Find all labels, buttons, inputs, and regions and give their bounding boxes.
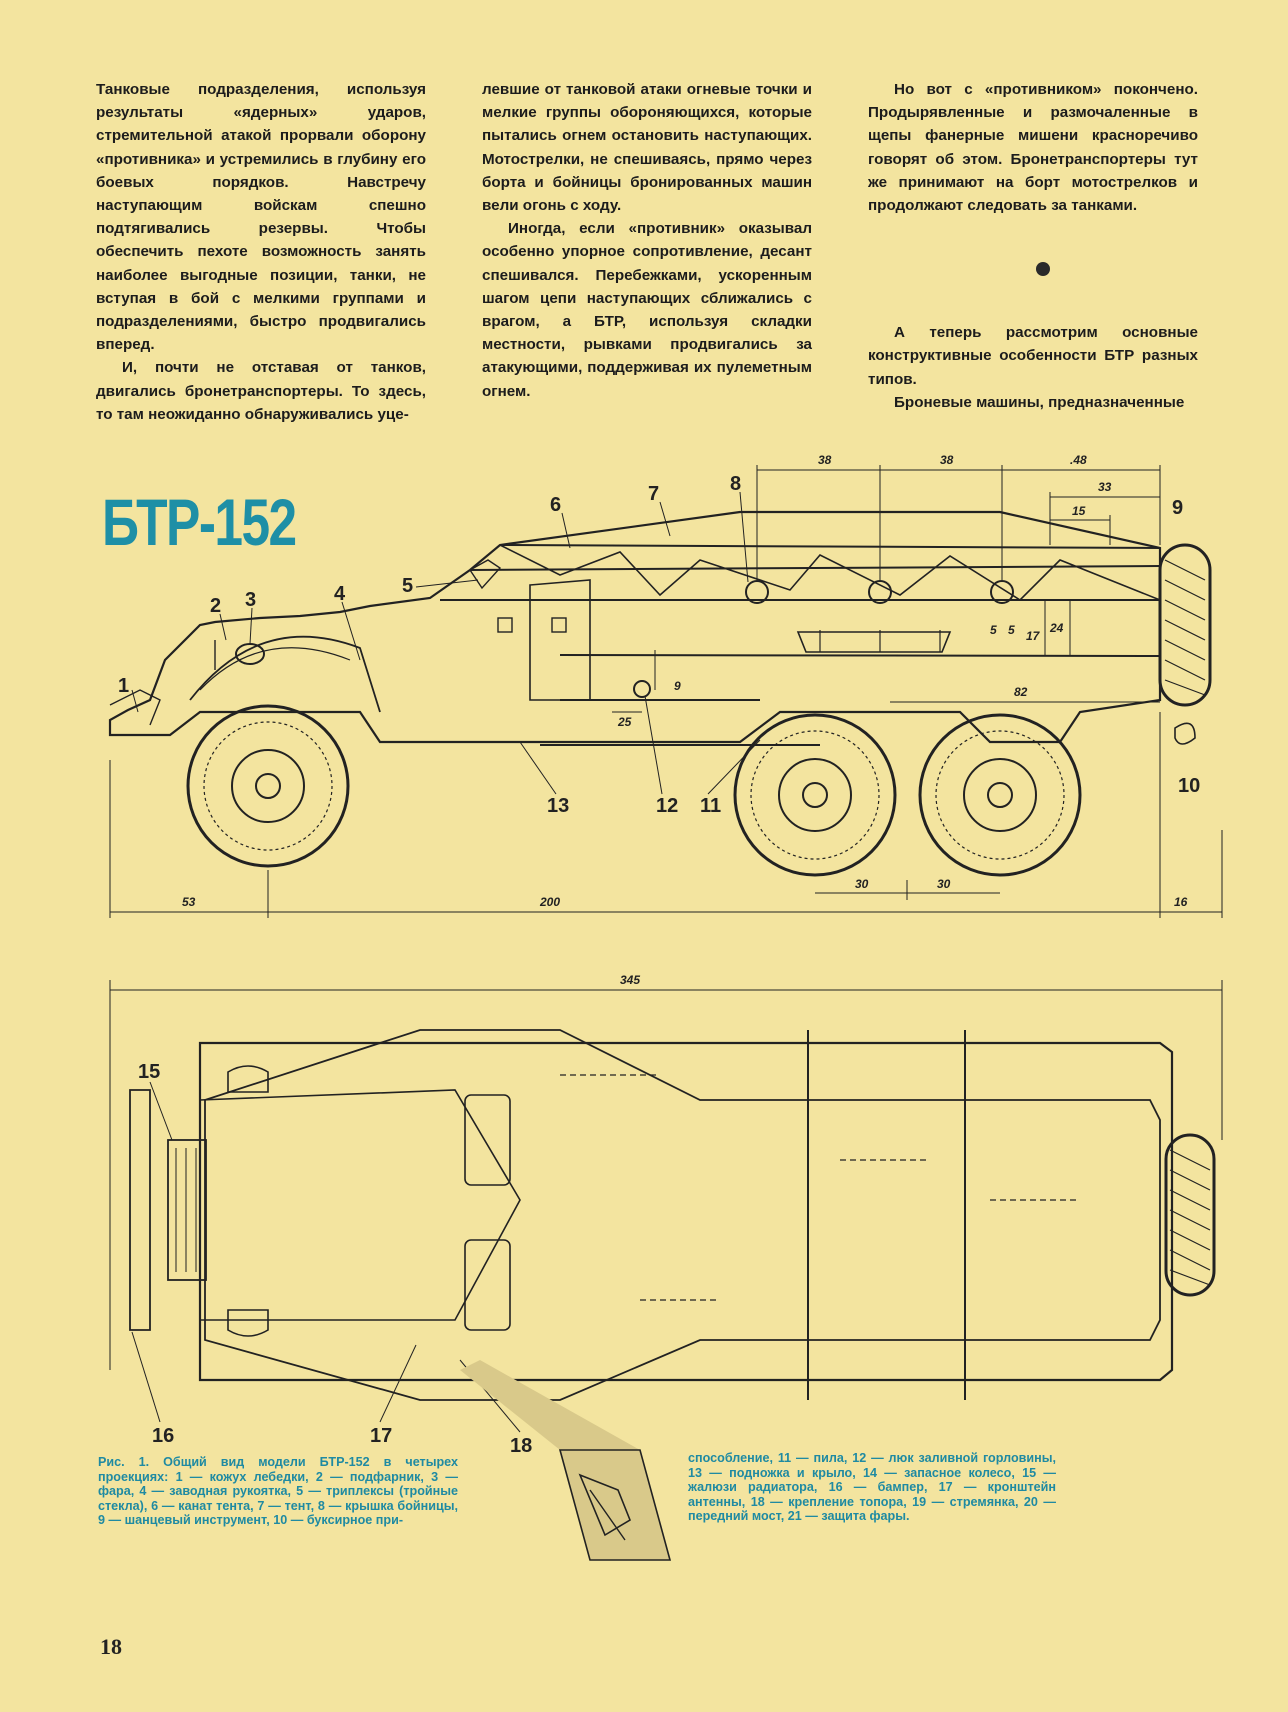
figure-caption-part-1: Рис. 1. Общий вид модели БТР-152 в четыр… xyxy=(98,1455,458,1528)
dim-200: 200 xyxy=(539,895,560,909)
callout-18: 18 xyxy=(510,1435,532,1457)
text-column-3: Но вот с «противником» покончено. Продыр… xyxy=(868,78,1198,414)
dim-38b: 38 xyxy=(940,453,954,467)
callout-16: 16 xyxy=(152,1425,174,1447)
figure-caption-part-2: способление, 11 — пила, 12 — люк заливно… xyxy=(688,1451,1056,1524)
paragraph: Танковые подразделения, используя резуль… xyxy=(96,81,426,354)
spare-wheel xyxy=(1158,543,1212,707)
dim-15: 15 xyxy=(1072,504,1086,518)
rear-wheel-1 xyxy=(733,713,897,877)
callout-9: 9 xyxy=(1172,497,1183,519)
paragraph: А теперь рассмотрим основные конструктив… xyxy=(868,324,1198,388)
dim-24: 24 xyxy=(1049,621,1064,635)
dim-82: 82 xyxy=(1014,685,1028,699)
callout-2: 2 xyxy=(210,595,221,617)
callout-5: 5 xyxy=(402,575,413,597)
dim-5b: 5 xyxy=(1008,623,1015,637)
callout-1: 1 xyxy=(118,675,129,697)
paragraph: левшие от танковой атаки огневые точки и… xyxy=(482,81,812,215)
axe-mount-detail xyxy=(460,1360,672,1561)
paragraph: Но вот с «противником» покончено. Продыр… xyxy=(868,81,1198,215)
dim-25: 25 xyxy=(617,715,632,729)
figure-title: БТР-152 xyxy=(102,485,297,559)
callout-13: 13 xyxy=(547,795,569,817)
callout-15: 15 xyxy=(138,1061,160,1083)
dim-345: 345 xyxy=(620,973,640,987)
dim-30a: 30 xyxy=(855,877,869,891)
top-view: 345 15 16 17 xyxy=(109,973,1223,1457)
text-column-2: левшие от танковой атаки огневые точки и… xyxy=(482,78,812,403)
dim-38a: 38 xyxy=(818,453,832,467)
callout-10: 10 xyxy=(1178,775,1200,797)
side-dimensions xyxy=(109,465,1223,918)
dim-16: 16 xyxy=(1174,895,1188,909)
callout-11: 11 xyxy=(700,795,721,817)
callout-4: 4 xyxy=(334,583,346,605)
dim-48: .48 xyxy=(1070,453,1087,467)
paragraph: И, почти не отставая от танков, двигалис… xyxy=(96,359,426,423)
paragraph: Иногда, если «противник» оказывал особен… xyxy=(482,220,812,400)
text-column-1: Танковые подразделения, используя резуль… xyxy=(96,78,426,426)
dim-53: 53 xyxy=(182,895,196,909)
callout-6: 6 xyxy=(550,494,561,516)
callout-17: 17 xyxy=(370,1425,392,1447)
paragraph: Броневые машины, предназначенные xyxy=(894,393,1185,411)
dim-33: 33 xyxy=(1098,480,1112,494)
front-wheel xyxy=(186,704,350,868)
page-number: 18 xyxy=(100,1634,122,1659)
rear-wheel-2 xyxy=(918,713,1082,877)
dim-5a: 5 xyxy=(990,623,997,637)
callout-7: 7 xyxy=(648,483,659,505)
side-view: 38 38 .48 33 15 5 5 17 24 82 9 25 30 30 … xyxy=(108,453,1223,918)
dim-17: 17 xyxy=(1026,629,1041,643)
callout-12: 12 xyxy=(656,795,678,817)
callout-3: 3 xyxy=(245,589,256,611)
callout-8: 8 xyxy=(730,473,741,495)
dim-30b: 30 xyxy=(937,877,951,891)
dim-9: 9 xyxy=(674,679,681,693)
section-bullet xyxy=(1036,262,1050,276)
